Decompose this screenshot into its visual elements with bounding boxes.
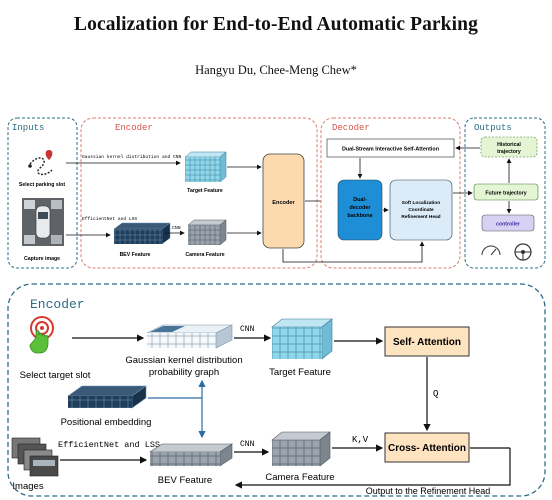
- images-label: Images: [12, 481, 43, 492]
- target-slot-icon: [29, 316, 54, 354]
- soft-loc-line-3: Refinement Head: [401, 214, 440, 220]
- inputs-heading: Inputs: [12, 123, 44, 133]
- self-attention-box: [384, 326, 470, 357]
- target-feature-label: Target Feature: [269, 367, 331, 378]
- camera-feature-label: Camera Feature: [265, 472, 334, 483]
- efficient-lss-label-small: EfficientNet and LSS: [82, 216, 137, 222]
- historical-line-2: trajectory: [497, 149, 521, 155]
- cnn-label-small: CNN: [172, 225, 181, 231]
- car-cameras-image: [22, 198, 64, 246]
- encoder-box-label: Encoder: [272, 200, 295, 206]
- capture-image-label: Capture image: [24, 256, 60, 262]
- figure-1: Inputs Select parking slot Capture image…: [7, 117, 546, 269]
- positional-embedding-label: Positional embedding: [61, 417, 152, 428]
- dual-decoder-box: [337, 179, 383, 241]
- self-attention-label: Self- Attention: [393, 337, 461, 348]
- bev-feature-label: BEV Feature: [158, 475, 212, 486]
- decoder-heading: Decoder: [332, 123, 370, 133]
- soft-loc-line-2: Coordinate: [408, 207, 434, 213]
- bev-feature-cube: [149, 443, 233, 467]
- target-feature-cube-small: [184, 151, 227, 183]
- select-parking-slot-label: Select parking slot: [19, 182, 65, 188]
- future-box: [473, 183, 539, 201]
- historical-box: [480, 136, 538, 158]
- encoder-detail-heading: Encoder: [30, 297, 85, 312]
- bev-feature-cube-small: [113, 222, 171, 245]
- output-refinement-label: Output to the Refinement Head: [366, 486, 491, 496]
- target-feature-label-small: Target Feature: [187, 188, 223, 194]
- future-label: Future trajectory: [485, 191, 526, 197]
- controller-label: controller: [496, 222, 520, 228]
- cnn-bottom-label: CNN: [240, 440, 255, 449]
- gauss-graph-line-1: Gaussian kernel distribution: [125, 355, 242, 366]
- gaussian-graph: [146, 324, 233, 349]
- camera-feature-cube-small: [187, 219, 227, 246]
- paper-authors: Hangyu Du, Chee-Meng Chew*: [195, 63, 357, 77]
- kv-label: K,V: [352, 435, 369, 445]
- soft-loc-line-1: Soft Localization: [402, 200, 440, 206]
- paper-title: Localization for End-to-End Automatic Pa…: [74, 14, 478, 35]
- efficient-lss-label: EfficientNet and LSS: [58, 440, 160, 450]
- speedometer-icon: [481, 245, 501, 256]
- bev-feature-label-small: BEV Feature: [120, 252, 151, 258]
- encoder-box: [262, 153, 305, 249]
- target-feature-cube: [271, 318, 333, 360]
- dual-decoder-line-1: Dual-: [353, 197, 367, 203]
- camera-feature-cube: [271, 431, 331, 467]
- camera-feature-label-small: Camera Feature: [185, 252, 224, 258]
- historical-line-1: Historical: [497, 142, 521, 148]
- route-icon: [28, 150, 53, 176]
- gauss-cnn-label: Gaussian kernel distribution and CNN: [82, 154, 181, 160]
- cross-attention-label: Cross- Attention: [388, 443, 466, 454]
- figure-2: Encoder Select target slot Gaussian kern…: [7, 283, 546, 497]
- dual-decoder-line-2: decoder: [350, 205, 372, 211]
- gauss-graph-line-2: probability graph: [149, 367, 219, 378]
- dual-decoder-line-3: backbone: [347, 213, 372, 219]
- dual-stream-label: Dual-Stream Interactive Self-Attention: [342, 147, 439, 153]
- controller-box: [481, 214, 535, 232]
- positional-embedding-block: [67, 385, 147, 409]
- arrow-to-refinement: [234, 448, 511, 489]
- select-target-slot-label: Select target slot: [20, 370, 91, 381]
- arrow-encoder-feedback: [282, 241, 425, 263]
- soft-localization-box: [389, 179, 453, 241]
- encoder-heading: Encoder: [115, 123, 153, 133]
- q-label: Q: [433, 389, 438, 399]
- cross-attention-box: [384, 432, 470, 463]
- dual-stream-box: [326, 138, 455, 158]
- steering-wheel-icon: [514, 243, 532, 261]
- outputs-heading: Outputs: [474, 123, 512, 133]
- camera-images-stack: [11, 437, 59, 477]
- cnn-top-label: CNN: [240, 325, 255, 334]
